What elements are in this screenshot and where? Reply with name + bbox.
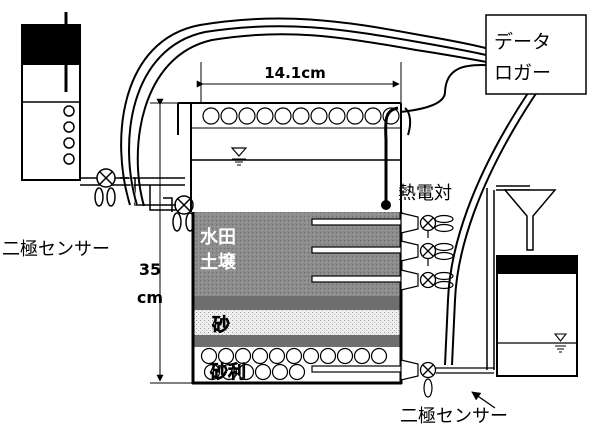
gravel-circles-bottom: [200, 347, 388, 381]
sand-label: 砂: [212, 314, 230, 336]
data-logger-label-line2: ロガー: [494, 62, 551, 84]
data-logger-box: [485, 14, 587, 95]
data-logger-label-line1: データ: [494, 31, 551, 53]
height-value-label: 35: [139, 260, 161, 279]
sensor-port-2: [311, 240, 454, 266]
left-reservoir: [21, 12, 81, 181]
upper-chamber: [177, 102, 402, 212]
thermocouple-label: 熱電対: [398, 183, 452, 204]
height-unit-label: cm: [137, 288, 163, 307]
height-dimension: [150, 98, 192, 384]
right-reservoir: [486, 185, 578, 377]
paddy-soil-label-line1: 水田: [200, 226, 236, 248]
cable-bundle: [120, 17, 499, 207]
bipolar-sensor-left-label: 二極センサー: [2, 239, 110, 260]
sensor-port-1: [311, 212, 454, 238]
right-cables: [444, 89, 538, 366]
width-dimension: [196, 62, 402, 104]
paddy-soil-label-line2: 土壌: [200, 251, 237, 273]
gravel-circles-top: [202, 107, 400, 125]
water-level-symbol-top: [230, 147, 248, 166]
bipolar-sensor-bottom-label: 二極センサー: [400, 406, 508, 427]
gravel-label: 砂利: [210, 361, 246, 383]
sensor-ports: [311, 212, 494, 398]
sensor-port-3: [311, 269, 454, 291]
bottom-sensor-arrow: [471, 391, 496, 409]
sensor-port-bottom: [311, 359, 494, 398]
thermocouple-probe: [381, 106, 412, 210]
water-level-symbol-right: [553, 333, 568, 353]
width-label: 14.1cm: [264, 64, 326, 82]
